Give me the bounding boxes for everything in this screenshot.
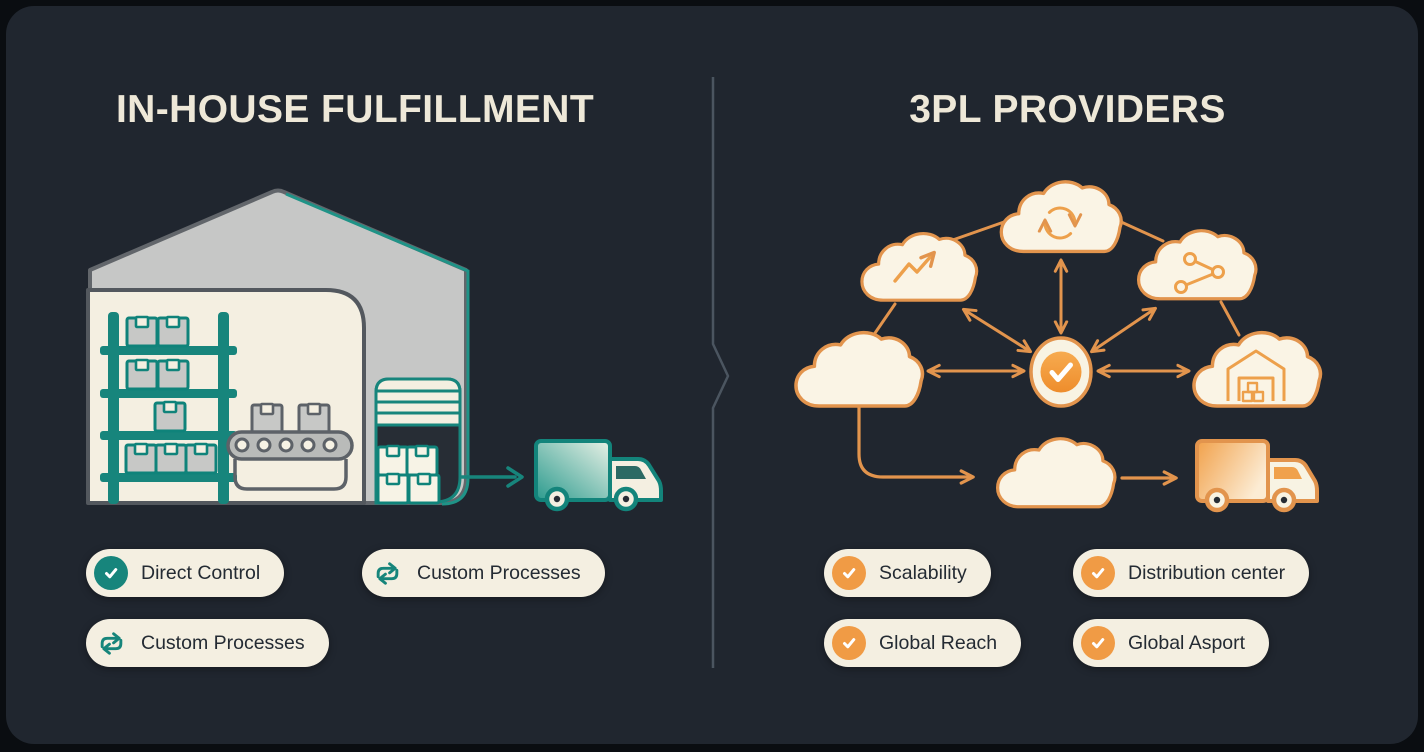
flow-arrow-icon	[460, 466, 524, 488]
hub-arrows	[926, 258, 1191, 379]
benefit-pill: Scalability	[824, 549, 991, 597]
check-icon	[832, 556, 866, 590]
cloud-sync	[999, 180, 1123, 254]
dock-door-icon	[374, 377, 462, 505]
trend-up-icon	[893, 250, 936, 283]
pill-label: Custom Processes	[141, 631, 305, 654]
left-title: IN-HOUSE FULFILLMENT	[115, 88, 595, 131]
check-icon	[1081, 556, 1115, 590]
panel-divider	[711, 77, 730, 668]
benefit-pill: Global Reach	[824, 619, 1022, 667]
cloud-network-illustration	[794, 180, 1323, 513]
pill-label: Custom Processes	[417, 561, 581, 584]
pill-label: Direct Control	[141, 561, 261, 584]
check-icon	[1081, 626, 1115, 660]
storage-shelves-icon	[100, 312, 237, 504]
network-connector-lines	[871, 219, 1241, 338]
flow-arrow-icon	[857, 404, 1178, 486]
delivery-truck-icon	[1195, 439, 1319, 513]
swap-arrows-icon	[94, 626, 128, 660]
benefit-pill: Distribution center	[1073, 549, 1310, 597]
warehouse-illustration	[86, 188, 663, 512]
conveyor-belt-icon	[226, 402, 354, 491]
share-icon	[1174, 252, 1225, 294]
benefit-pill: Custom Processes	[86, 619, 329, 667]
benefit-pill: Direct Control	[86, 549, 285, 597]
benefit-pill: Global Asport	[1073, 619, 1270, 667]
check-icon	[94, 556, 128, 590]
pill-label: Global Reach	[879, 631, 998, 654]
pill-label: Global Asport	[1128, 631, 1246, 654]
swap-arrows-icon	[370, 556, 404, 590]
sync-icon	[1037, 206, 1083, 240]
pill-label: Distribution center	[1128, 561, 1286, 584]
cloud-warehouse	[1192, 330, 1323, 408]
warehouse-icon	[1226, 349, 1286, 403]
pill-label: Scalability	[879, 561, 967, 584]
check-icon	[832, 626, 866, 660]
right-title: 3PL PROVIDERS	[909, 88, 1226, 131]
cloud-plain-left	[794, 330, 925, 408]
cloud-share	[1136, 229, 1258, 301]
delivery-truck-icon	[534, 439, 663, 512]
check-hub-icon	[1029, 336, 1093, 408]
cloud-plain-bottom	[995, 437, 1117, 509]
benefit-pill: Custom Processes	[362, 549, 605, 597]
